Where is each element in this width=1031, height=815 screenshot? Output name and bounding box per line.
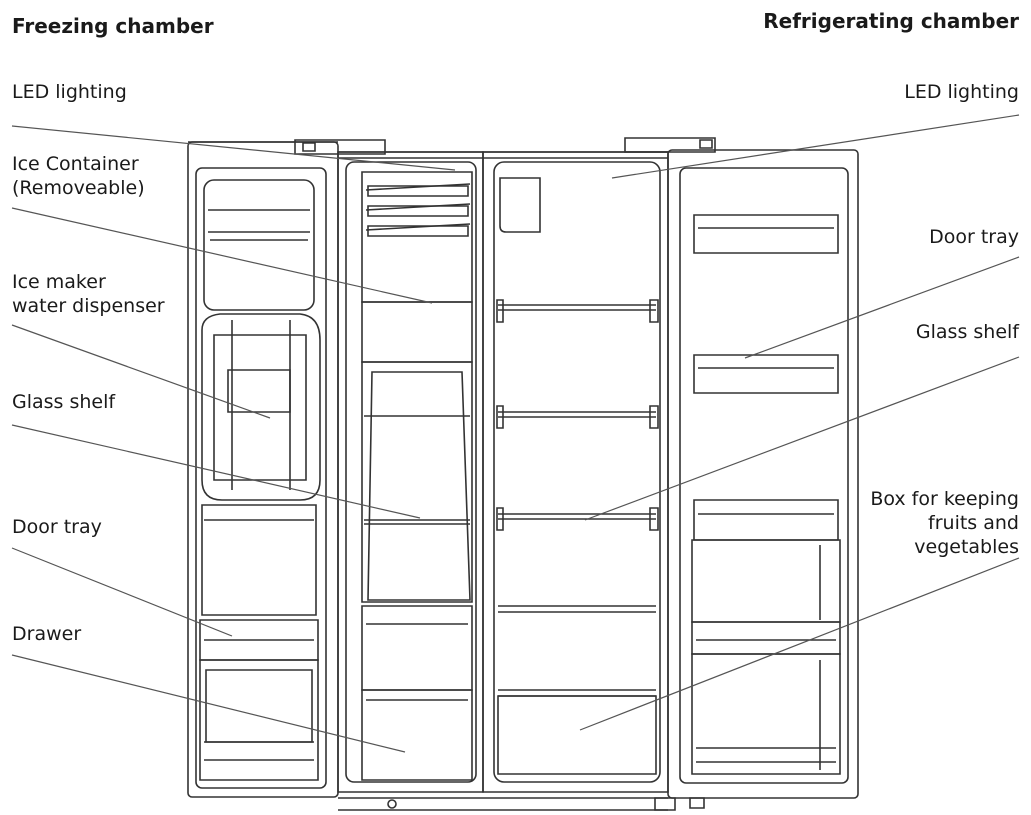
label-ice-maker: Ice maker water dispenser [12, 270, 165, 318]
label-ice-container-line1: Ice Container [12, 153, 139, 175]
leader-drawer [12, 655, 405, 752]
label-glass-shelf-right: Glass shelf [915, 321, 1019, 343]
label-ice-maker-line2: water dispenser [12, 295, 165, 317]
leader-led-right [612, 115, 1019, 178]
label-glass-shelf-left: Glass shelf [12, 391, 116, 413]
leader-glass-shelf-left [12, 425, 420, 518]
refrigerator-door [668, 150, 858, 798]
label-fruit-box-line1: Box for keeping [870, 488, 1019, 510]
freezer-door [188, 142, 338, 797]
label-led-lighting-left: LED lighting [12, 81, 127, 103]
label-door-tray-left: Door tray [12, 516, 102, 538]
label-led-lighting-right: LED lighting [904, 81, 1019, 103]
label-drawer: Drawer [12, 623, 82, 645]
leader-fruit-box [580, 558, 1019, 730]
label-ice-container-line2: (Removeable) [12, 177, 145, 199]
refrigerating-chamber-title: Refrigerating chamber [763, 9, 1019, 33]
label-door-tray-right: Door tray [929, 226, 1019, 248]
cabinet-base [338, 798, 704, 810]
refrigerator-compartment [483, 152, 668, 792]
label-fruit-box-line2: fruits and [928, 512, 1019, 534]
leader-lines [12, 115, 1019, 752]
label-ice-container: Ice Container (Removeable) [12, 152, 145, 200]
label-fruit-box: Box for keeping fruits and vegetables [870, 487, 1019, 559]
freezing-chamber-title: Freezing chamber [12, 14, 214, 38]
cabinet-top [295, 138, 715, 158]
freezer-compartment [338, 152, 483, 792]
label-ice-maker-line1: Ice maker [12, 271, 106, 293]
label-fruit-box-line3: vegetables [914, 536, 1019, 558]
